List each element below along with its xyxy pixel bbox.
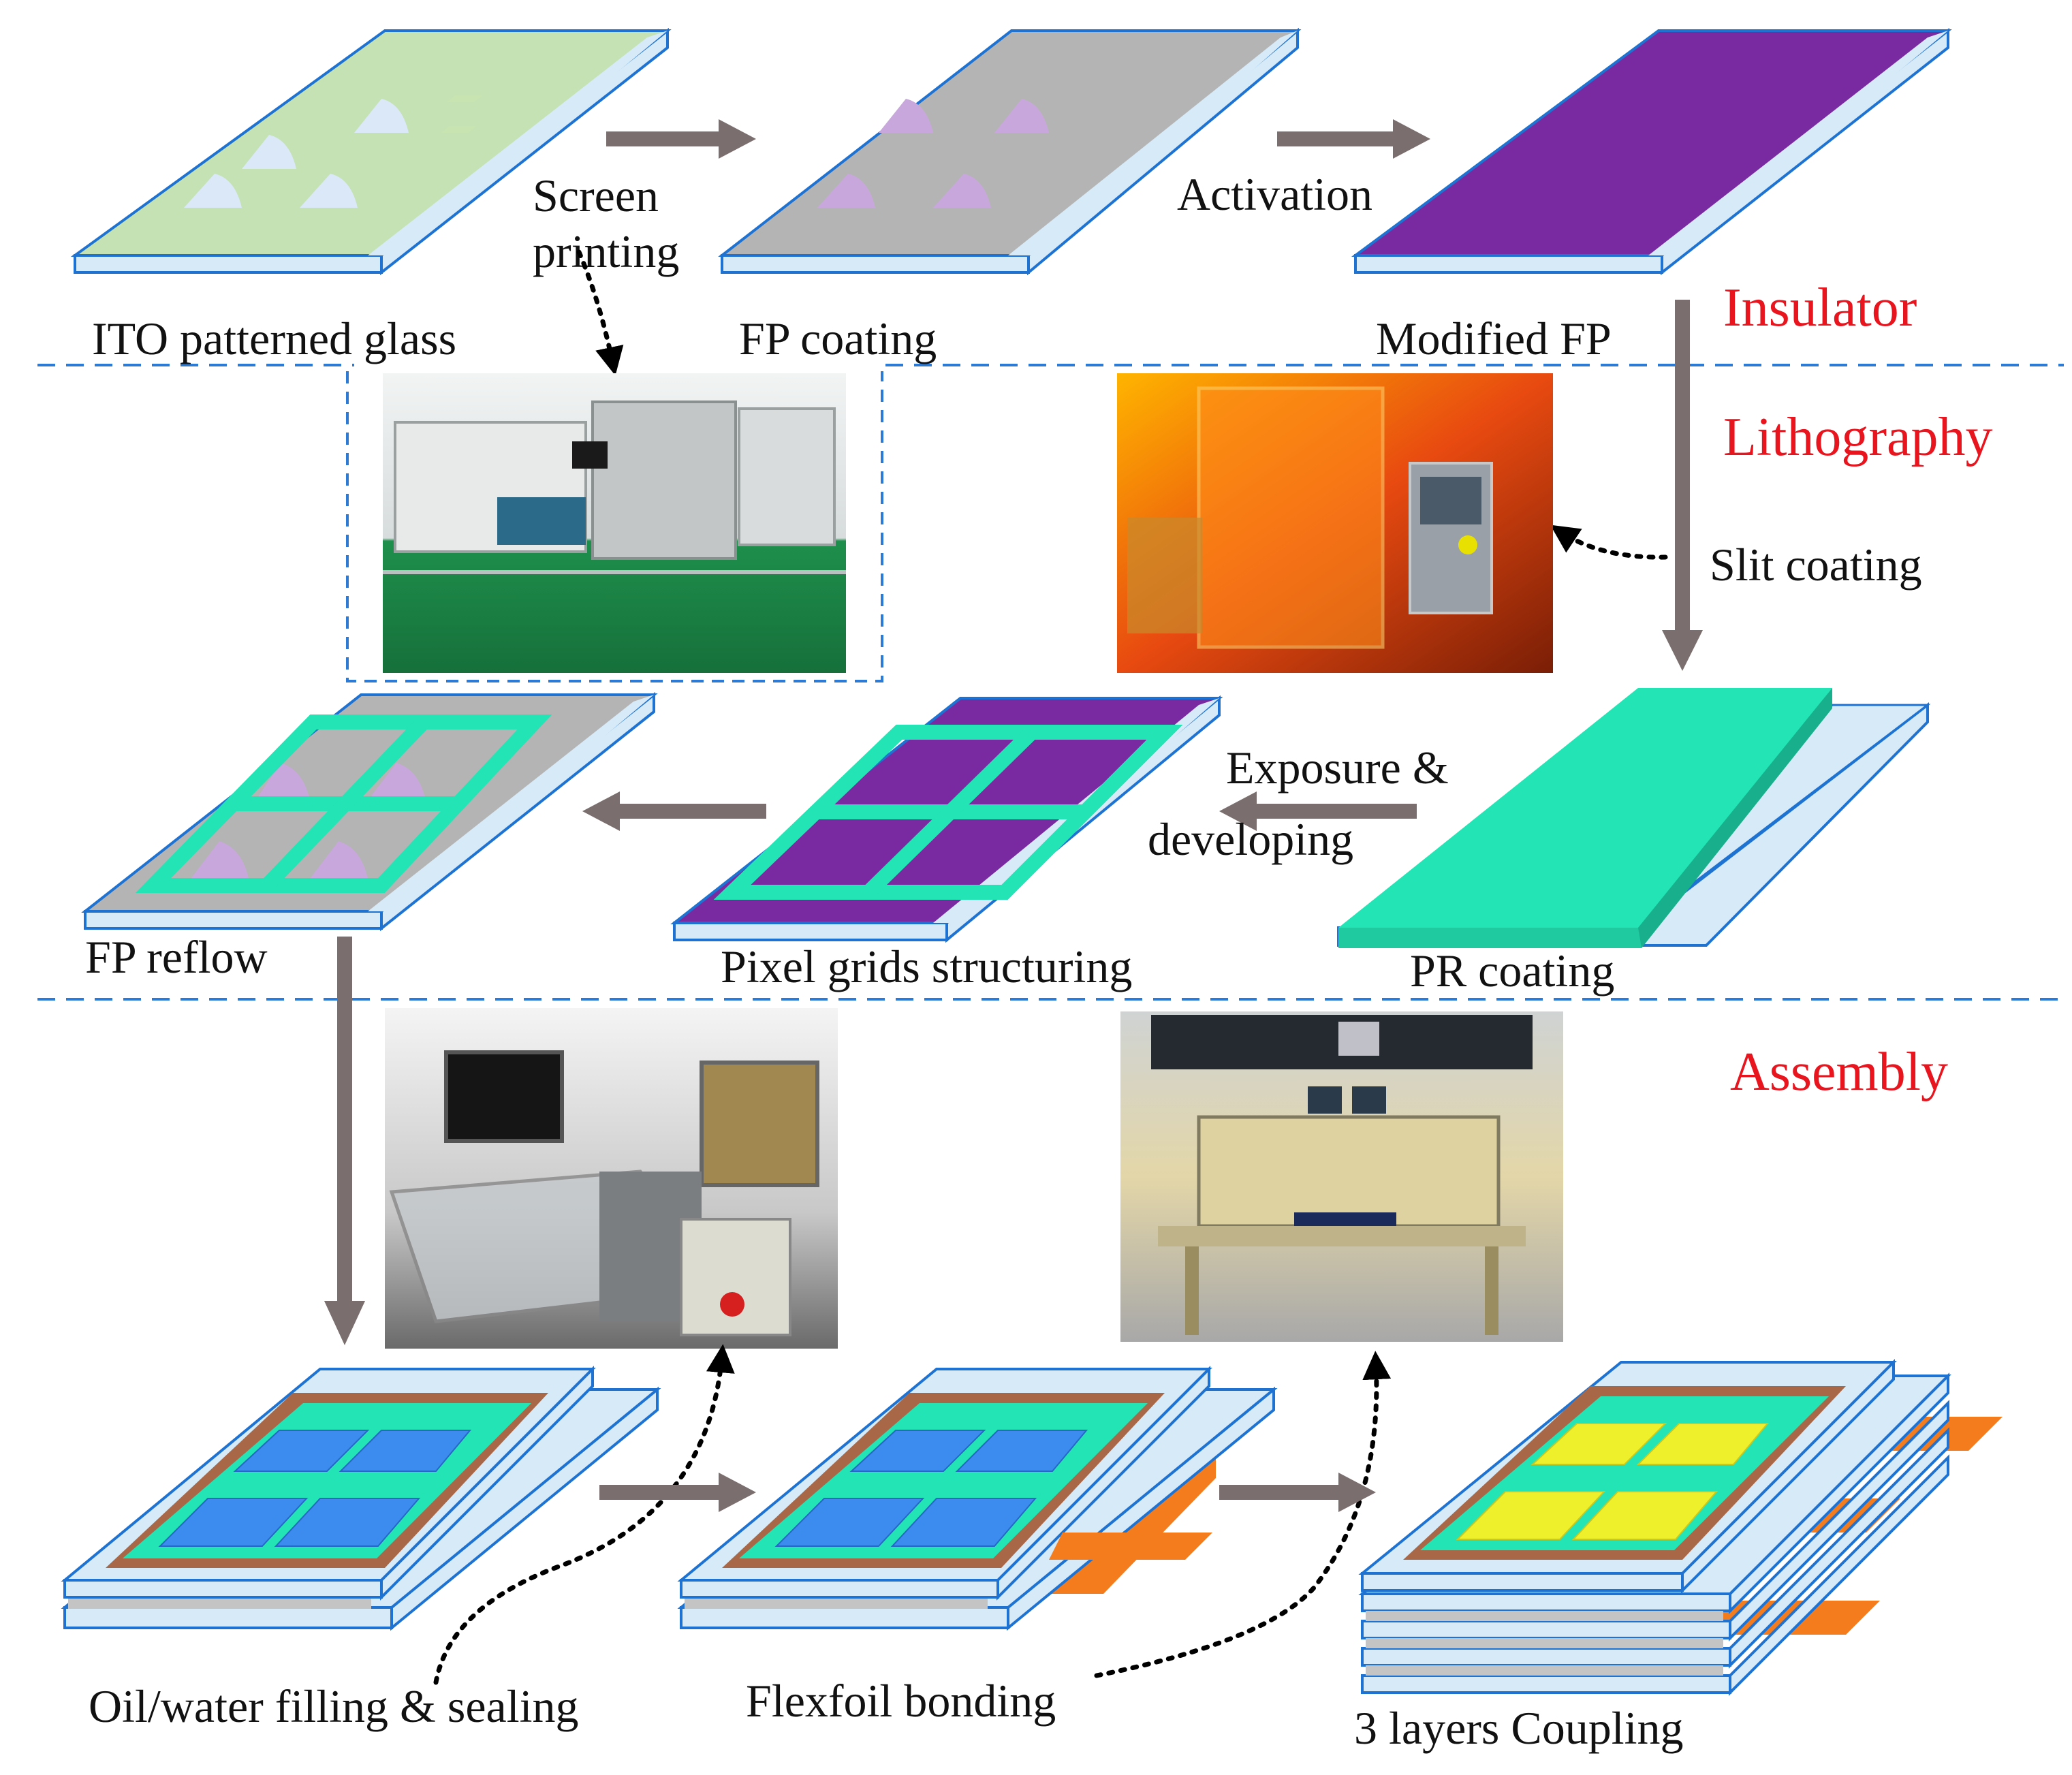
- label-pixel-grids: Pixel grids structuring: [721, 941, 1132, 992]
- photo-bonding-machine: [1120, 1011, 1563, 1342]
- arrow-screen-printing: [606, 119, 756, 159]
- filling-sealing-device: [61, 1366, 661, 1631]
- screen-printing-photo-frame: [346, 371, 883, 682]
- photo-screen-printing: [383, 373, 846, 673]
- dotted-connector-slit-coating: [1550, 524, 1668, 560]
- fp-reflow-plate: [81, 691, 658, 932]
- label-ito-glass: ITO patterned glass: [92, 313, 456, 364]
- fp-coating-plate: [718, 27, 1302, 276]
- arrow-to-coupling: [1219, 1473, 1376, 1512]
- photo-slit-coating: [1117, 373, 1553, 673]
- label-fp-reflow: FP reflow: [85, 931, 268, 983]
- process-screen-printing-line1: Screen: [533, 170, 659, 221]
- section-label-lithography: Lithography: [1723, 407, 1992, 467]
- three-layer-coupling-device: [1358, 1359, 2003, 1696]
- label-modified-fp: Modified FP: [1376, 313, 1612, 364]
- dotted-connector-screen-printing: [576, 249, 624, 376]
- section-label-assembly: Assembly: [1730, 1042, 1948, 1102]
- process-slit-coating: Slit coating: [1710, 539, 1922, 591]
- arrow-slit-coating: [1662, 300, 1703, 671]
- arrow-to-assembly: [324, 937, 365, 1345]
- label-oil-filling: Oil/water filling & sealing: [89, 1680, 579, 1732]
- process-exposure-line2: developing: [1148, 813, 1353, 865]
- ito-glass-plate: [70, 27, 1052, 276]
- photo-filling-machine: [385, 1008, 838, 1349]
- label-coupling: 3 layers Coupling: [1354, 1702, 1684, 1754]
- arrow-exposure: [1219, 791, 1417, 831]
- pixel-grids-plate: [670, 695, 1223, 943]
- arrow-to-fp-reflow: [582, 791, 766, 831]
- process-exposure-line1: Exposure &: [1226, 742, 1449, 794]
- process-activation: Activation: [1177, 168, 1372, 220]
- dotted-connector-bonding: [1094, 1351, 1392, 1678]
- dotted-connector-filling: [433, 1344, 735, 1685]
- arrow-to-flexfoil: [599, 1473, 756, 1512]
- section-label-insulator: Insulator: [1723, 278, 1917, 338]
- label-pr-coating: PR coating: [1410, 945, 1614, 996]
- modified-fp-plate: [1351, 27, 1952, 276]
- label-fp-coating: FP coating: [739, 313, 937, 364]
- label-flexfoil: Flexfoil bonding: [746, 1675, 1056, 1727]
- flexfoil-bonding-device: [677, 1366, 1278, 1631]
- pr-coating-plate: [1337, 688, 1931, 948]
- process-screen-printing-line2: printing: [533, 225, 679, 277]
- arrow-activation: [1277, 119, 1430, 159]
